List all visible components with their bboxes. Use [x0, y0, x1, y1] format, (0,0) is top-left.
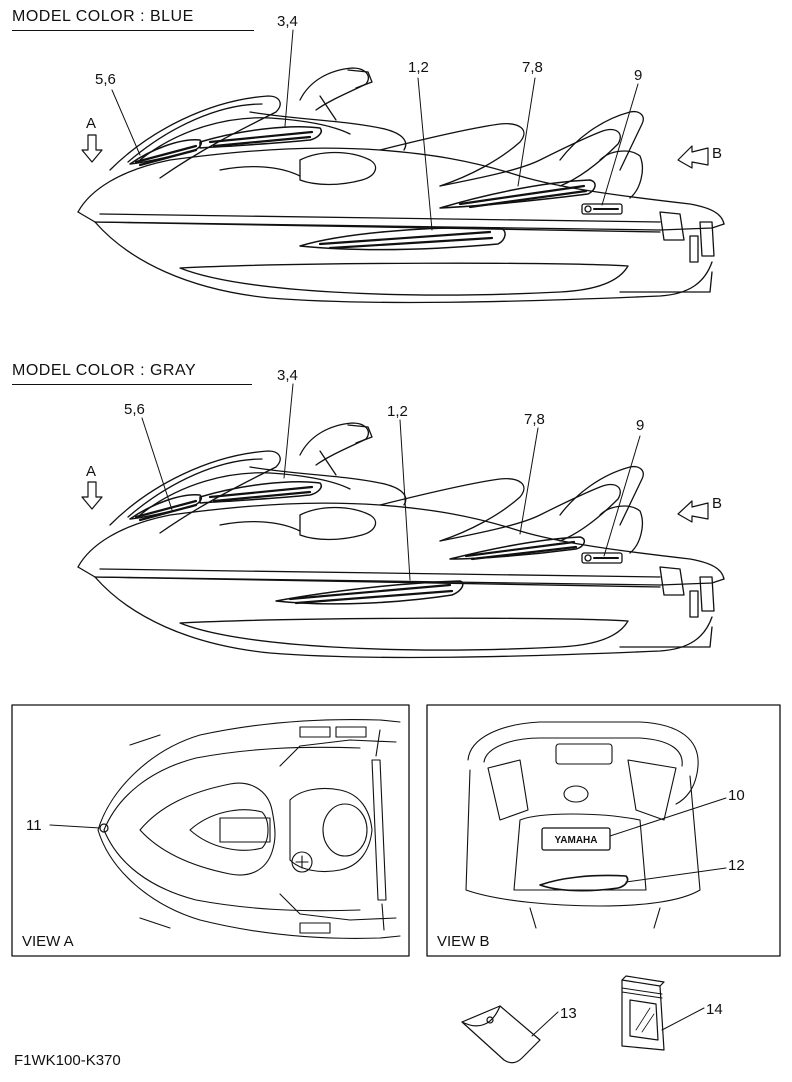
callout-9-mid: 9	[636, 417, 644, 434]
leaders-top	[111, 29, 639, 231]
callout-11: 11	[26, 817, 42, 834]
heading-gray-underline	[12, 384, 252, 385]
svg-text:YAMAHA: YAMAHA	[555, 835, 598, 846]
heading-gray: MODEL COLOR : GRAY	[12, 362, 197, 379]
decal-3-4-blue	[199, 126, 322, 149]
view-a-drawing	[97, 718, 401, 939]
part-code: F1WK100-K370	[14, 1052, 121, 1069]
watercraft-blue	[77, 67, 725, 304]
callout-9-top: 9	[634, 67, 642, 84]
callout-12: 12	[728, 857, 745, 874]
part-13-pouch	[461, 1005, 541, 1064]
leader-14	[661, 1007, 705, 1031]
decal-5-6-blue	[129, 139, 202, 167]
leader-13	[531, 1011, 559, 1037]
decal-3-4-gray	[199, 481, 322, 504]
label-a-top: A	[86, 115, 96, 132]
decal-9-blue	[581, 203, 623, 215]
decal-9-gray	[581, 552, 623, 564]
decal-7-8-blue	[439, 179, 596, 209]
label-b-top: B	[712, 145, 722, 162]
callout-3-4-top: 3,4	[277, 13, 298, 30]
part-14-bag	[621, 975, 665, 1051]
callout-14: 14	[706, 1001, 723, 1018]
callout-7-8-top: 7,8	[522, 59, 543, 76]
arrow-a-mid	[81, 481, 103, 510]
callout-1-2-top: 1,2	[408, 59, 429, 76]
label-b-mid: B	[712, 495, 722, 512]
decal-1-2-gray	[275, 580, 464, 605]
leader-11	[49, 824, 101, 829]
callout-7-8-mid: 7,8	[524, 411, 545, 428]
callout-10: 10	[728, 787, 745, 804]
decal-7-8-gray	[449, 536, 586, 561]
callout-13: 13	[560, 1005, 577, 1022]
decal-1-2-blue	[299, 226, 506, 251]
leader-10	[609, 797, 727, 837]
heading-blue: MODEL COLOR : BLUE	[12, 8, 194, 25]
arrow-b-top	[677, 145, 709, 169]
heading-blue-underline	[12, 30, 254, 31]
callouts: 3,4 5,6 1,2 7,8 9 A B 3,4 5,6 1,2 7,8 9 …	[22, 13, 745, 1022]
leaders-mid	[141, 383, 641, 581]
callout-3-4-mid: 3,4	[277, 367, 298, 384]
view-a-frame	[11, 704, 410, 957]
decal-12-logo	[539, 874, 629, 892]
decal-10-yamaha: YAMAHA	[541, 827, 611, 851]
arrow-a-top	[81, 134, 103, 163]
callout-5-6-mid: 5,6	[124, 401, 145, 418]
decal-5-6-gray	[129, 494, 202, 522]
callout-1-2-mid: 1,2	[387, 403, 408, 420]
view-b-label: VIEW B	[437, 933, 490, 950]
leader-12	[625, 867, 727, 883]
view-b-drawing	[465, 721, 701, 929]
view-b-frame	[426, 704, 781, 957]
label-a-mid: A	[86, 463, 96, 480]
arrow-b-mid	[677, 500, 709, 523]
view-a-label: VIEW A	[22, 933, 74, 950]
watercraft-gray	[77, 422, 725, 659]
callout-5-6-top: 5,6	[95, 71, 116, 88]
